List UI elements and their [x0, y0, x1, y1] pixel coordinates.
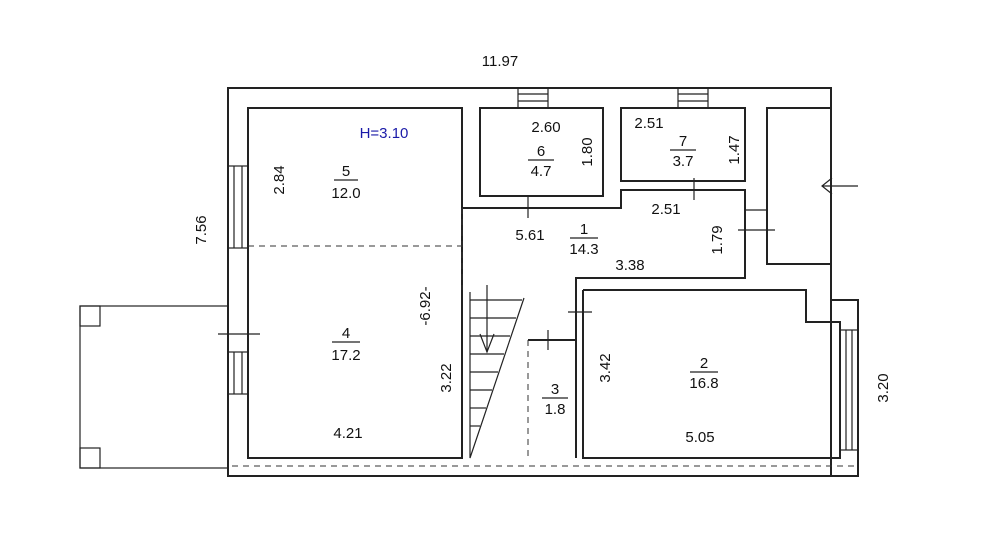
- room-4-number: 4: [342, 325, 350, 342]
- room-6-number: 6: [537, 143, 545, 160]
- room-5-area: 12.0: [331, 185, 360, 202]
- right-side-dim-label: 3.20: [875, 373, 892, 402]
- room-1-dim-338: 3.38: [615, 257, 644, 274]
- room-1-dim-251: 2.51: [651, 201, 680, 218]
- ceiling-height-label: H=3.10: [360, 125, 409, 142]
- room-4-5-walls: [247, 107, 463, 459]
- window: [227, 165, 249, 249]
- stair-arrow-head: [479, 333, 495, 354]
- room-2-area: 16.8: [689, 375, 718, 392]
- room-1-area: 14.3: [569, 241, 598, 258]
- room-4-width-dim: 4.21: [333, 425, 362, 442]
- room-7-number: 7: [679, 133, 687, 150]
- room-1-dim-561: 5.61: [515, 227, 544, 244]
- window: [227, 351, 249, 395]
- window: [839, 329, 859, 451]
- room-5-dim: 2.84: [271, 165, 288, 194]
- room-4-side-dim: 3.22: [438, 363, 455, 392]
- window: [517, 87, 549, 109]
- room-2-number: 2: [700, 355, 708, 372]
- room-7-depth-dim: 1.47: [726, 135, 743, 164]
- room-4-height-dim: -6.92-: [417, 286, 434, 325]
- overall-width-label: 11.97: [482, 53, 518, 70]
- room-6-depth-dim: 1.80: [579, 137, 596, 166]
- porch-post: [79, 305, 101, 327]
- room-3-walls: [528, 339, 577, 458]
- room-4-area: 17.2: [331, 347, 360, 364]
- room-1-dim-179: 1.79: [709, 225, 726, 254]
- room-6-width-dim: 2.60: [531, 119, 560, 136]
- entrance-arrow-head: [821, 177, 833, 195]
- room-7-width-dim: 2.51: [634, 115, 663, 132]
- window: [677, 87, 709, 109]
- room-2-walls: [582, 289, 841, 459]
- room-2-width-dim: 5.05: [685, 429, 714, 446]
- room-6-area: 4.7: [531, 163, 552, 180]
- porch: [79, 305, 229, 469]
- room-2-depth-dim: 3.42: [597, 353, 614, 382]
- room-5-number: 5: [342, 163, 350, 180]
- room-3-area: 1.8: [545, 401, 566, 418]
- porch-post: [79, 447, 101, 469]
- room-3-number: 3: [551, 381, 559, 398]
- stair-outline: [469, 292, 525, 459]
- overall-depth-label: 7.56: [193, 215, 210, 244]
- hall-walls: [462, 189, 746, 340]
- room-7-area: 3.7: [673, 153, 694, 170]
- room-1-number: 1: [580, 221, 588, 238]
